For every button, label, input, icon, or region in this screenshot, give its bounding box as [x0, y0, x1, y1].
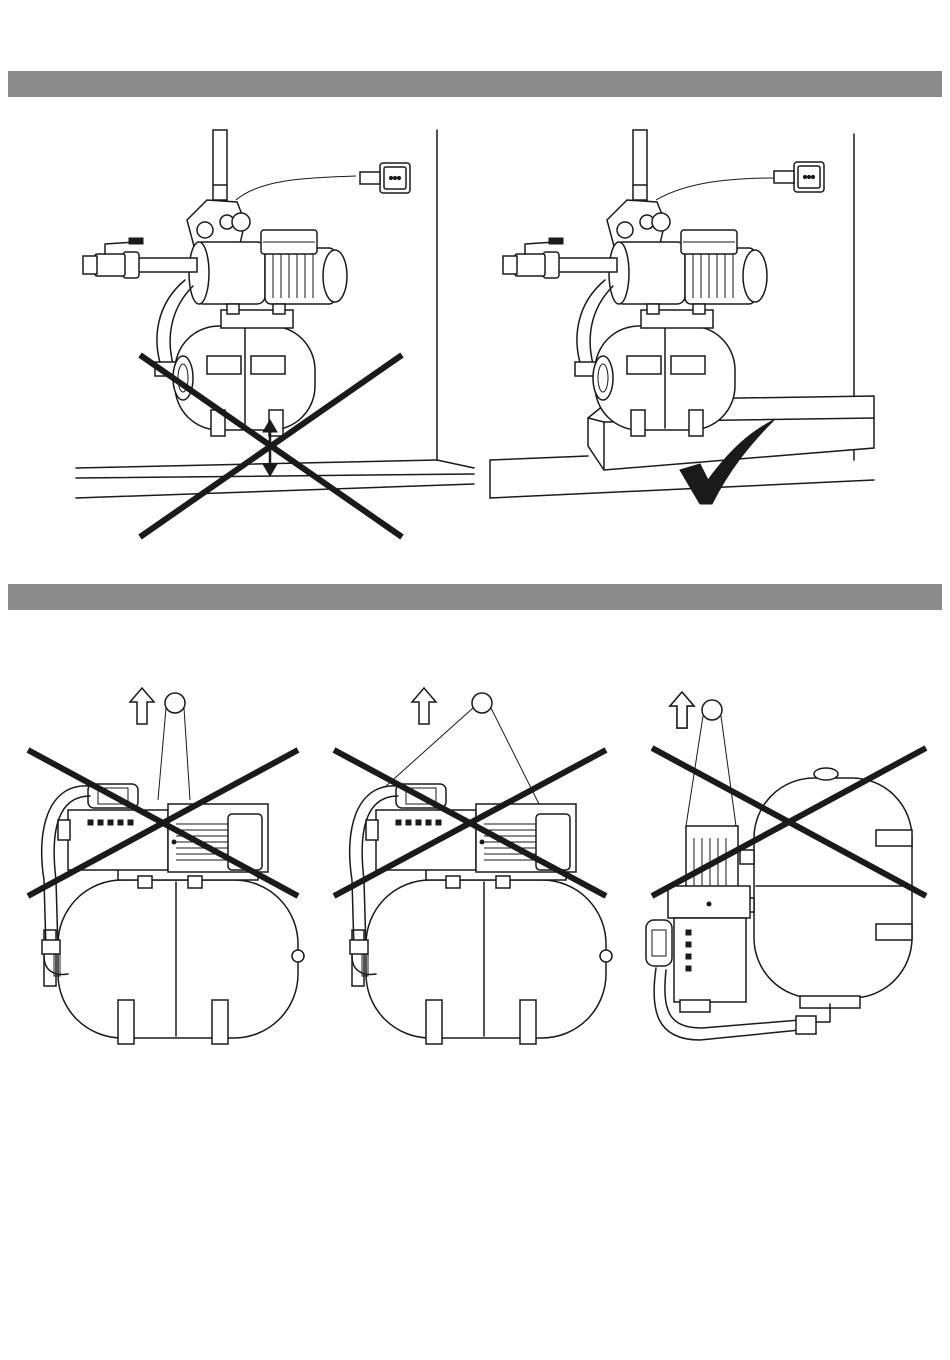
booster-pump-unit: [503, 130, 767, 436]
panel-lift-tipped-sideways: [646, 692, 926, 1040]
up-arrow-icon: [412, 688, 436, 724]
booster-pump-unit: [350, 784, 612, 1044]
wall-socket-icon: [360, 163, 410, 193]
panel-lift-single-point: [28, 688, 304, 1044]
up-arrow-icon: [130, 688, 154, 724]
wall-socket-icon: [774, 162, 824, 192]
up-arrow-icon: [670, 692, 694, 728]
panel-pump-on-floor: [76, 130, 474, 537]
booster-pump-unit: [42, 784, 304, 1044]
booster-pump-unit: [83, 130, 347, 436]
panel-lift-two-points: [334, 688, 612, 1044]
booster-pump-unit: [646, 768, 912, 1040]
panel-pump-on-base: [490, 130, 874, 504]
